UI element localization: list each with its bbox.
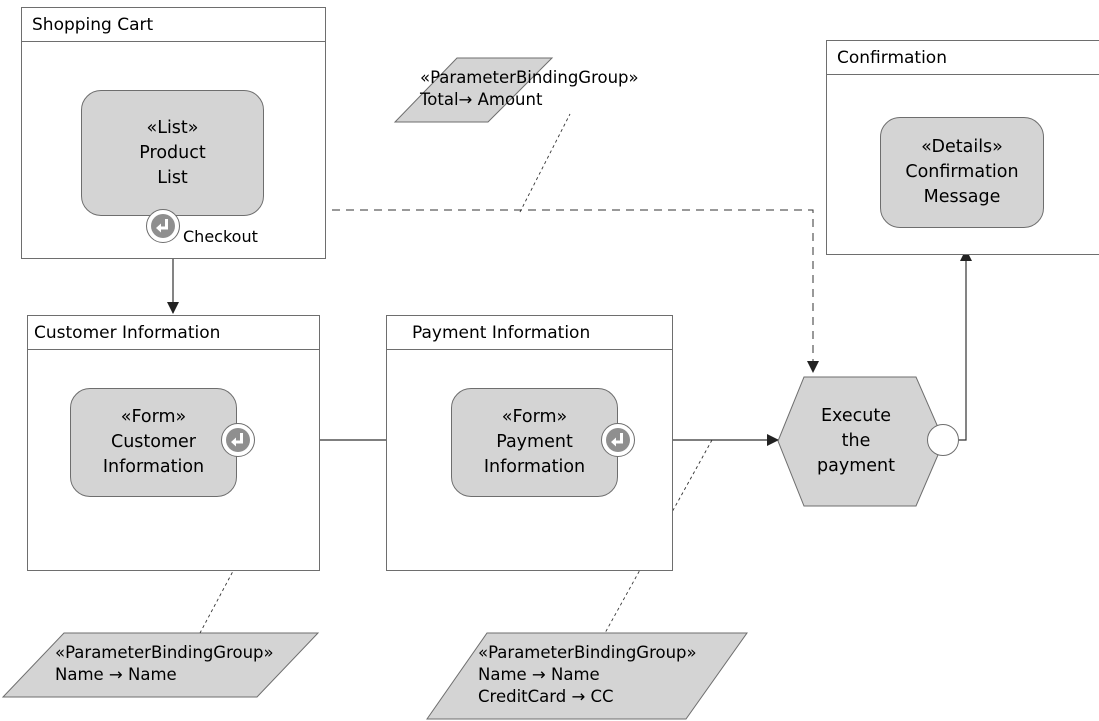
binding-row: Total→ Amount: [420, 90, 543, 109]
binding-stereotype: «ParameterBindingGroup»: [420, 68, 639, 87]
binding-total-shape: [393, 57, 554, 123]
component-name-line: Customer: [110, 432, 196, 452]
binding-row: Name → Name: [478, 665, 600, 684]
component-name-line: Message: [923, 187, 1001, 207]
binding-group-payment: «ParameterBindingGroup» Name → Name Cred…: [478, 642, 697, 708]
enter-arrow-icon: [226, 428, 250, 452]
event-checkout[interactable]: [146, 209, 180, 243]
component-stereotype: «Form»: [501, 407, 568, 427]
component-payment-form[interactable]: «Form» Payment Information: [451, 388, 618, 497]
component-name-line: Payment: [496, 432, 573, 452]
action-exit-port[interactable]: [927, 424, 959, 456]
binding-group-customer: «ParameterBindingGroup» Name → Name: [55, 642, 274, 686]
dataflow-checkout-to-action: [178, 209, 819, 373]
component-name-line: Product: [139, 142, 206, 163]
component-name-line: Information: [102, 457, 205, 477]
action-label: Execute the payment: [796, 404, 916, 479]
component-customer-form[interactable]: «Form» Customer Information: [70, 388, 237, 497]
component-stereotype: «Form»: [120, 407, 187, 427]
action-label-line: the: [841, 431, 871, 451]
component-name-line: List: [157, 167, 188, 188]
enter-arrow-icon: [606, 428, 630, 452]
container-title: Payment Information: [387, 316, 672, 350]
action-label-line: Execute: [821, 406, 891, 426]
binding-group-total: «ParameterBindingGroup» Total→ Amount: [420, 67, 639, 111]
component-stereotype: «Details»: [921, 137, 1003, 157]
action-hexagon: [777, 376, 945, 507]
container-title: Customer Information: [28, 316, 319, 350]
event-label-checkout: Checkout: [183, 227, 258, 246]
component-confirmation-message[interactable]: «Details» Confirmation Message: [880, 117, 1044, 228]
binding-stereotype: «ParameterBindingGroup»: [478, 643, 697, 662]
container-title: Confirmation: [827, 41, 1099, 75]
action-label-line: payment: [817, 456, 895, 476]
container-title: Shopping Cart: [22, 8, 325, 42]
component-product-list[interactable]: «List» Product List: [81, 90, 264, 216]
binding-total-link: [519, 113, 571, 213]
event-customer-submit[interactable]: [221, 423, 255, 457]
binding-customer-shape: [1, 632, 320, 698]
component-name-line: Confirmation: [905, 162, 1019, 182]
binding-stereotype: «ParameterBindingGroup»: [55, 643, 274, 662]
event-payment-submit[interactable]: [601, 423, 635, 457]
action-execute-payment[interactable]: [776, 375, 966, 515]
binding-row: CreditCard → CC: [478, 687, 614, 706]
enter-arrow-icon: [151, 214, 175, 238]
component-stereotype: «List»: [146, 117, 199, 138]
component-name-line: Information: [483, 457, 586, 477]
binding-row: Name → Name: [55, 665, 177, 684]
binding-payment-shape: [426, 632, 748, 720]
